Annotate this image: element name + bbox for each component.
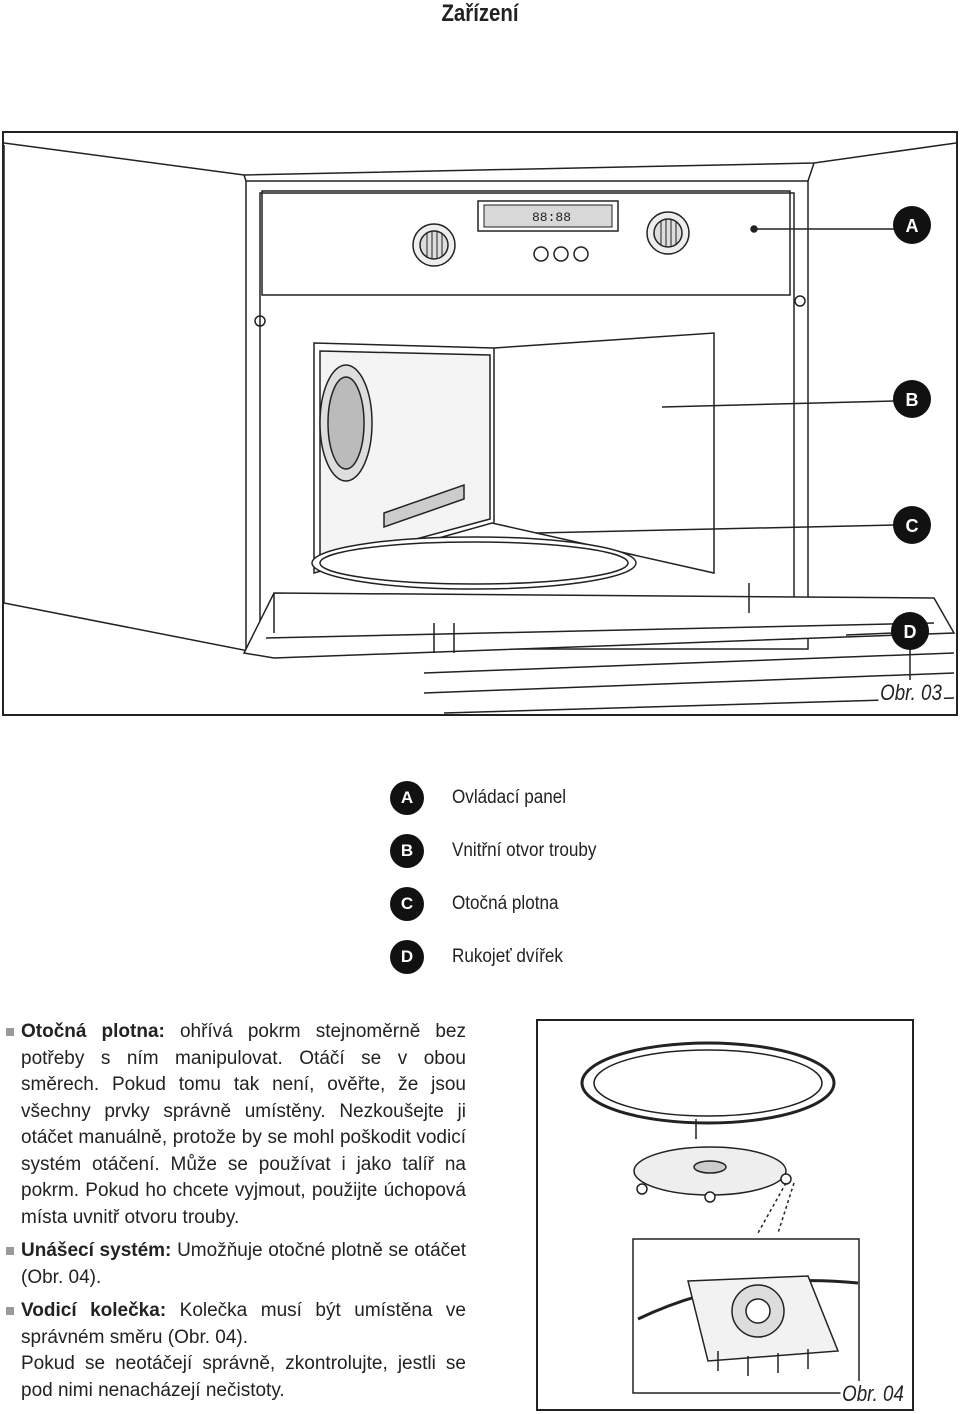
callout-a: A bbox=[906, 216, 919, 236]
figure-label: Obr. 03 bbox=[878, 680, 944, 706]
bullet-icon bbox=[6, 1307, 14, 1315]
callout-d: D bbox=[904, 622, 917, 642]
legend-item: A Ovládací panel bbox=[390, 778, 566, 818]
legend-item: B Vnitřní otvor trouby bbox=[390, 831, 596, 871]
legend-badge: A bbox=[390, 781, 424, 815]
figure-label: Obr. 04 bbox=[840, 1381, 906, 1407]
display-readout: 88:88 bbox=[532, 210, 571, 225]
note-text: Pokud se neotáčejí správně, zkontrolujte… bbox=[21, 1353, 466, 1401]
paragraph-text: ohřívá pokrm stejnoměrně bez potřeby s n… bbox=[21, 1021, 466, 1228]
legend-label: Ovládací panel bbox=[452, 787, 567, 808]
paragraph-text: Kolečka musí být umístěna ve správném sm… bbox=[21, 1300, 466, 1348]
paragraph-guide-wheels: Vodicí kolečka: Kolečka musí být umístěn… bbox=[4, 1298, 466, 1351]
bullet-icon bbox=[6, 1247, 14, 1255]
legend-label: Vnitřní otvor trouby bbox=[452, 840, 597, 861]
paragraph-drive-system: Unášecí systém: Umožňuje otočné plotně s… bbox=[4, 1238, 466, 1291]
term-label: Unášecí systém: bbox=[21, 1240, 172, 1261]
description-text: Otočná plotna: ohřívá pokrm stejnoměrně … bbox=[4, 1019, 466, 1404]
legend-badge: D bbox=[390, 940, 424, 974]
legend-label: Rukojeť dvířek bbox=[452, 946, 563, 967]
term-label: Vodicí kolečka: bbox=[21, 1300, 167, 1321]
oven-illustration: 88:88 A B C D bbox=[4, 142, 956, 714]
legend-badge: B bbox=[390, 834, 424, 868]
paragraph-text: Umožňuje otočné plotně se otáčet (Obr. 0… bbox=[21, 1240, 467, 1288]
callout-c: C bbox=[906, 516, 919, 536]
oven-figure: 88:88 A B C D Obr. 03 bbox=[2, 131, 958, 716]
legend-item: D Rukojeť dvířek bbox=[390, 937, 563, 977]
callout-b: B bbox=[906, 390, 919, 410]
legend-item: C Otočná plotna bbox=[390, 884, 558, 924]
bullet-icon bbox=[6, 1028, 14, 1036]
page-title: Zařízení bbox=[441, 0, 519, 27]
term-label: Otočná plotna: bbox=[21, 1021, 165, 1042]
turntable-illustration bbox=[580, 1041, 860, 1394]
legend-badge: C bbox=[390, 887, 424, 921]
paragraph-turntable: Otočná plotna: ohřívá pokrm stejnoměrně … bbox=[4, 1019, 466, 1231]
legend-label: Otočná plotna bbox=[452, 893, 559, 914]
turntable-figure: Obr. 04 bbox=[536, 1019, 914, 1411]
